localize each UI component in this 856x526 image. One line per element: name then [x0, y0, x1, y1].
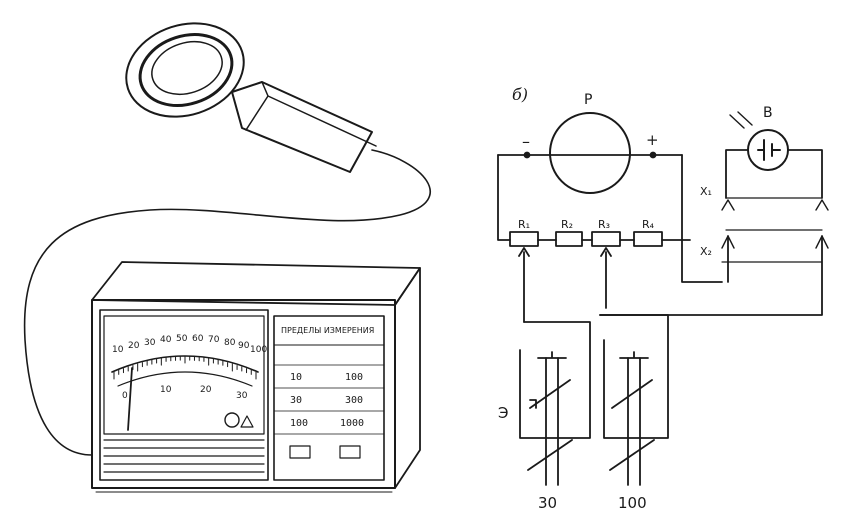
meter-label: P [584, 92, 592, 108]
range-cell: 10 [290, 372, 302, 383]
meter-wiring [497, 151, 723, 283]
range-cell: 300 [345, 395, 363, 406]
terminal-x1-label: X₁ [700, 185, 712, 198]
range-cell: 100 [345, 372, 363, 383]
switch-label: Э [498, 404, 508, 422]
range-switch-right [599, 314, 669, 486]
lower-scale-number: 0 [122, 391, 128, 401]
scale-number: 70 [208, 335, 220, 345]
lower-scale-number: 20 [200, 385, 212, 395]
scale-number: 20 [128, 341, 140, 351]
meter-plus-sign: + [646, 131, 659, 149]
resistor-label-r1: R₁ [518, 218, 530, 231]
range-label-30: 30 [538, 494, 557, 512]
lower-scale-number: 10 [160, 385, 172, 395]
lower-scale-number: 30 [236, 391, 248, 401]
meter-p: P – + [522, 92, 659, 194]
photo-sensor [125, 22, 377, 173]
range-cell: 1000 [340, 418, 364, 429]
range-table: 10 100 30 300 100 1000 [290, 372, 364, 429]
resistor-label-r4: R₄ [642, 218, 655, 231]
scale-number: 40 [160, 335, 172, 345]
scale-number: 60 [192, 334, 204, 344]
range-table-header: ПРЕДЕЛЫ ИЗМЕРЕНИЯ [281, 326, 374, 335]
range-cell: 30 [290, 395, 302, 406]
scale-number: 30 [144, 338, 156, 348]
scale-number: 10 [112, 345, 124, 355]
range-switch-left [519, 321, 591, 486]
terminal-x2-label: X₂ [700, 245, 712, 258]
lux-meter-instrument [91, 261, 421, 493]
resistor-chain [509, 231, 663, 323]
range-label-100: 100 [618, 494, 647, 512]
resistor-label-r2: R₂ [561, 218, 573, 231]
scale-number: 100 [250, 345, 267, 355]
meter-minus-sign: – [522, 132, 530, 151]
scale-number: 50 [176, 334, 188, 344]
scale-number: 80 [224, 338, 236, 348]
schematic-panel-label: б) [512, 85, 528, 104]
cell-label: B [763, 105, 773, 121]
resistor-label-r3: R₃ [598, 218, 610, 231]
sensor-cable [23, 149, 431, 456]
range-cell: 100 [290, 418, 308, 429]
scale-ticks [113, 355, 257, 380]
scale-number: 90 [238, 341, 250, 351]
photocell-b: B [599, 105, 829, 316]
resistor-labels: R₁ R₂ R₃ R₄ [518, 218, 655, 231]
instrument-lower-scale: 0 10 20 30 [122, 385, 248, 401]
instrument-scale-numbers: 10 20 30 40 50 60 70 80 90 100 [112, 334, 267, 355]
